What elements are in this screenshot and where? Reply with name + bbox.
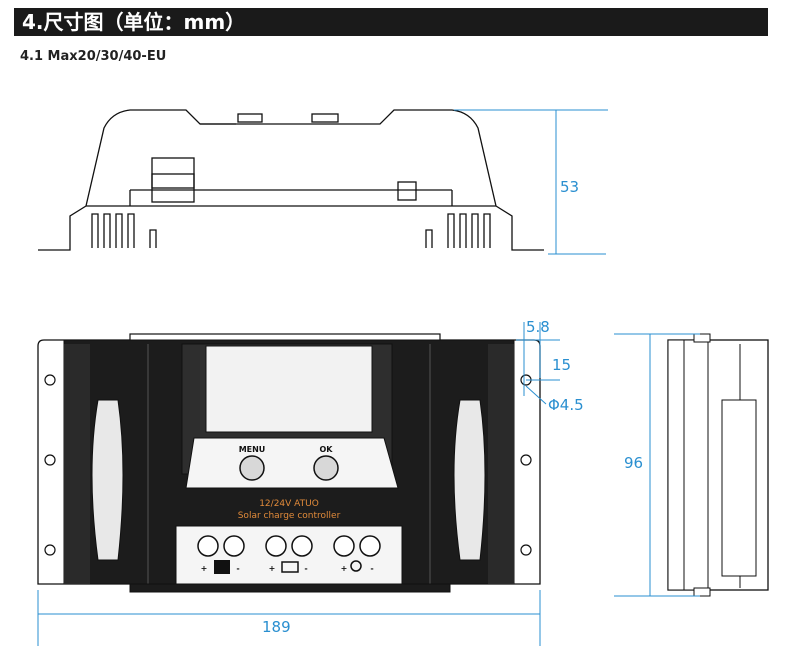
- mount-hole: [44, 374, 56, 386]
- mount-hole: [520, 454, 532, 466]
- load-minus: -: [370, 564, 373, 573]
- terminal-block: [197, 535, 381, 557]
- front-view: MENU OK 12/24V ATUO Solar charge control…: [37, 333, 541, 593]
- battery-icon: [281, 561, 299, 573]
- top-view: [38, 109, 544, 251]
- model-subtitle: 4.1 Max20/30/40-EU: [20, 49, 167, 64]
- menu-button[interactable]: [239, 455, 265, 481]
- lamp-icon: [350, 560, 362, 572]
- mount-hole: [520, 544, 532, 556]
- ok-button-label: OK: [320, 445, 334, 454]
- ok-button[interactable]: [313, 455, 339, 481]
- mount-hole: [44, 544, 56, 556]
- battery-plus: +: [269, 564, 276, 573]
- lcd-screen: [205, 345, 373, 433]
- mount-hole: [44, 454, 56, 466]
- dim-hole-offset-x: 5.8: [526, 318, 550, 336]
- device-label-line1: 12/24V ATUO: [259, 499, 319, 509]
- solar-plus: +: [201, 564, 208, 573]
- load-plus: +: [341, 564, 348, 573]
- solar-minus: -: [236, 564, 239, 573]
- dim-hole-offset-y: 15: [552, 356, 571, 374]
- dimension-lines: [37, 109, 700, 646]
- dim-height-top: 53: [560, 178, 579, 196]
- dim-width-front: 189: [262, 618, 291, 636]
- device-label-line2: Solar charge controller: [238, 511, 341, 521]
- section-title: 4.尺寸图（单位：mm）: [22, 10, 246, 34]
- dim-height-side: 96: [624, 454, 643, 472]
- side-view: [667, 333, 769, 597]
- battery-minus: -: [304, 564, 307, 573]
- dim-hole-diameter: Φ4.5: [548, 396, 584, 414]
- menu-button-label: MENU: [239, 445, 266, 454]
- solar-panel-icon: [214, 560, 230, 574]
- section-header: 4.尺寸图（单位：mm）: [14, 8, 768, 36]
